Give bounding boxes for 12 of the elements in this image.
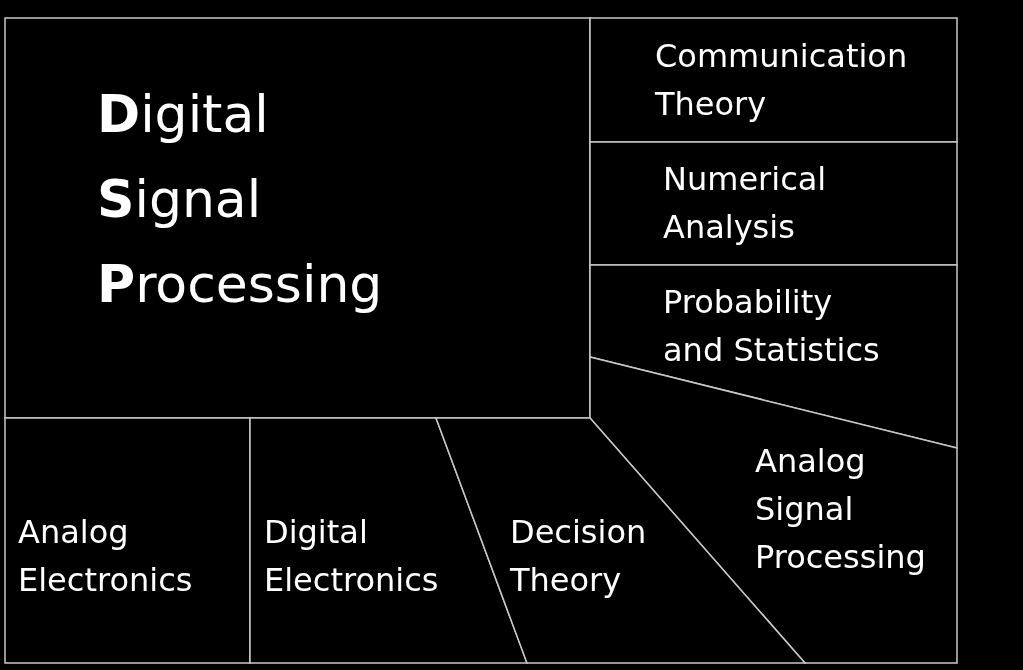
region [590,18,957,142]
region [590,265,957,448]
title-text: Digital Signal Processing [97,83,384,316]
region-label: Numerical Analysis [663,159,828,248]
region [590,142,957,265]
region-label: Decision Theory [510,512,648,601]
region-label: Analog Electronics [18,512,194,601]
region-label: Communication Theory [655,36,909,125]
region [5,418,250,663]
region-label: Analog Signal Processing [755,441,927,578]
region-label: Digital Electronics [264,512,440,601]
region-label: Probability and Statistics [663,282,881,371]
